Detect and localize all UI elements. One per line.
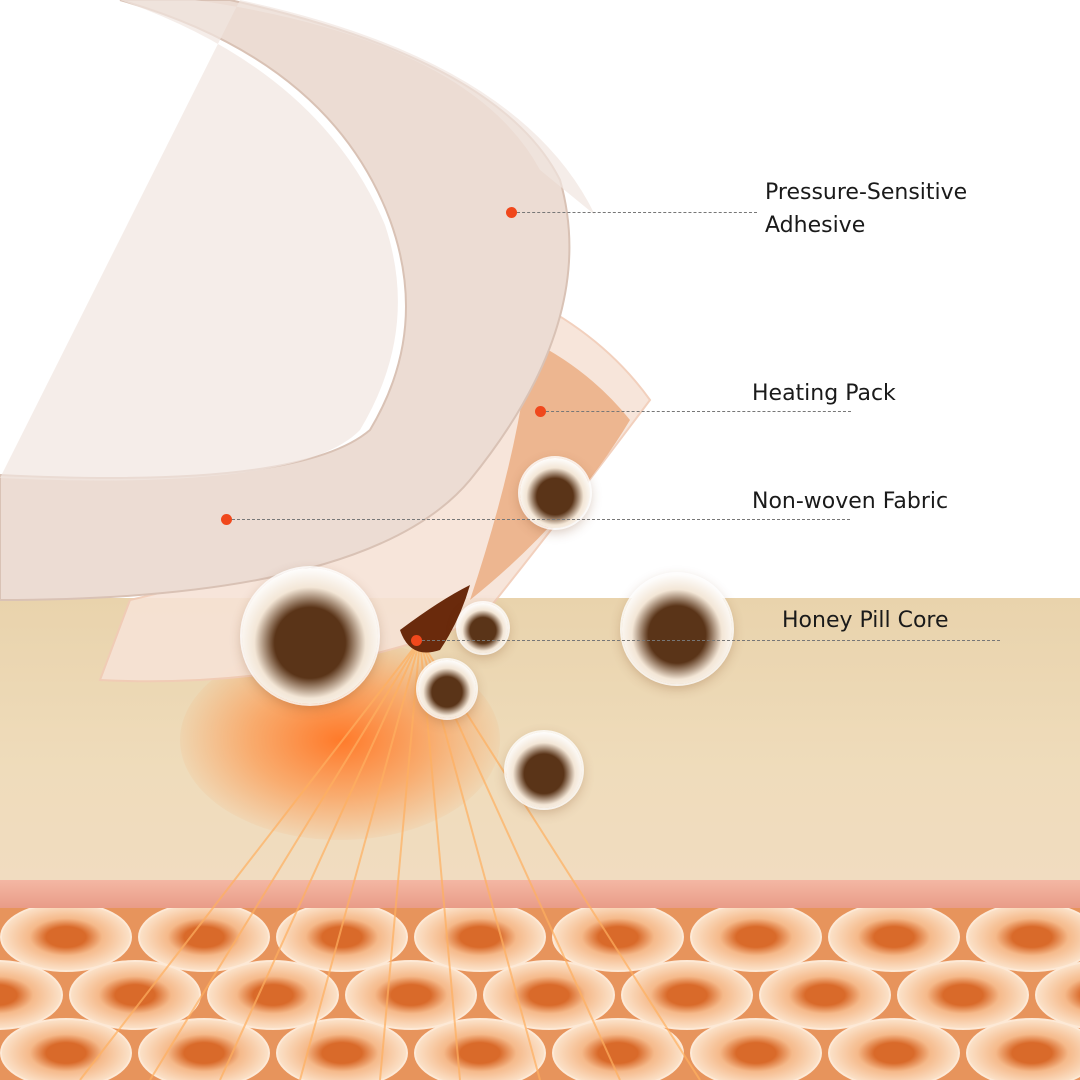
cell-layer — [0, 908, 1080, 1080]
skin-cell — [138, 1018, 270, 1080]
herb-bubble-small-1 — [520, 458, 590, 528]
skin-cell — [414, 908, 546, 972]
skin-cell — [621, 960, 753, 1030]
heating-pack-label: Heating Pack — [752, 381, 896, 406]
herb-bubble-cinnamon — [622, 574, 732, 684]
skin-cell — [414, 1018, 546, 1080]
heating-pack-leader — [541, 411, 851, 412]
non-woven-label: Non-woven Fabric — [752, 489, 949, 514]
adhesive-leader — [512, 212, 757, 213]
skin-cell — [552, 1018, 684, 1080]
herb-bubble-cloves — [242, 568, 378, 704]
skin-cell — [759, 960, 891, 1030]
heating-pack-dot — [535, 406, 546, 417]
herb-bubble-small-2 — [458, 603, 508, 653]
non-woven-dot — [221, 514, 232, 525]
skin-cell — [552, 908, 684, 972]
herb-bubble-berries — [506, 732, 582, 808]
skin-cell — [0, 1018, 132, 1080]
skin-cell — [276, 1018, 408, 1080]
honey-pill-label: Honey Pill Core — [782, 608, 949, 633]
honey-pill-leader — [417, 640, 1000, 641]
skin-cell — [966, 1018, 1080, 1080]
skin-cell — [0, 908, 132, 972]
skin-cell — [69, 960, 201, 1030]
adhesive-dot — [506, 207, 517, 218]
non-woven-leader — [227, 519, 850, 520]
adhesive-label-line1: Pressure-Sensitive — [765, 180, 968, 205]
skin-cell — [828, 908, 960, 972]
adhesive-outer — [0, 0, 595, 481]
honey-pill-dot — [411, 635, 422, 646]
skin-cell — [276, 908, 408, 972]
skin-cell — [828, 1018, 960, 1080]
skin-cell — [897, 960, 1029, 1030]
skin-cell — [690, 1018, 822, 1080]
heat-rays — [79, 639, 701, 1080]
skin-cell — [690, 908, 822, 972]
adhesive-label-line2: Adhesive — [765, 213, 866, 238]
herb-bubble-small-3 — [418, 660, 476, 718]
